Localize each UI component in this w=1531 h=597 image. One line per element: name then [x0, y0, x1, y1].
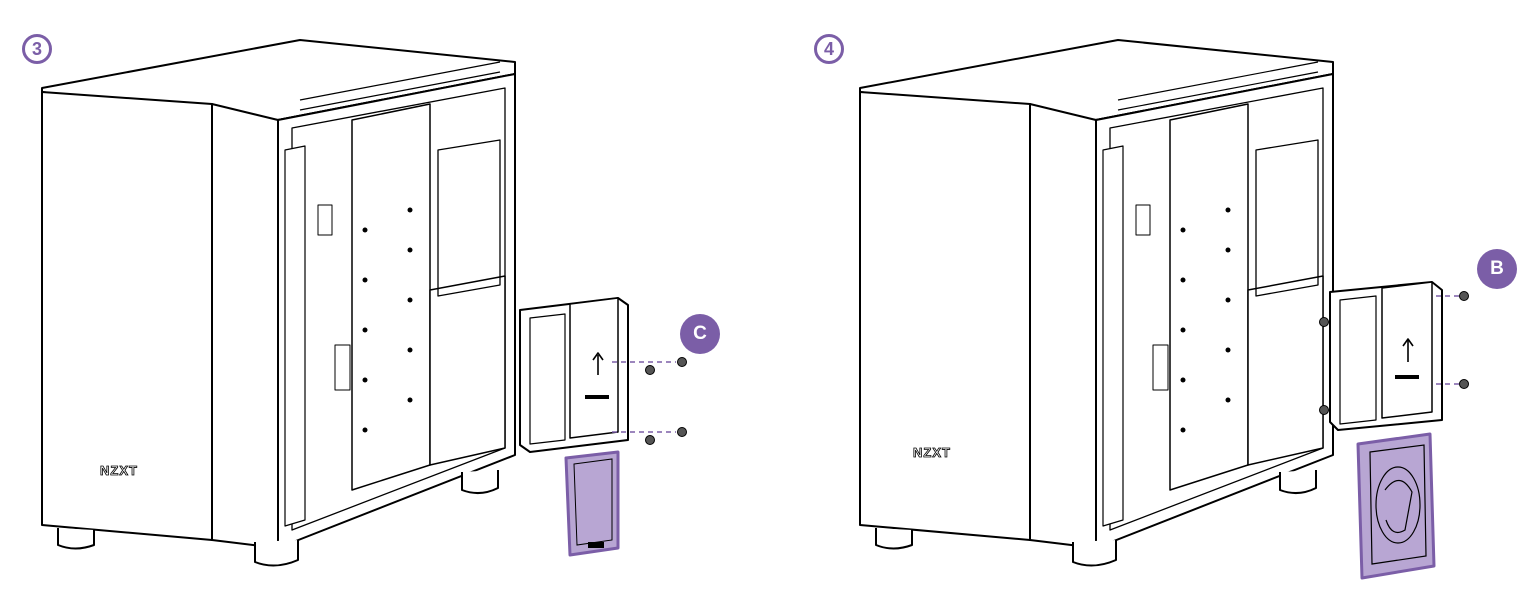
drive-cage-step-3 — [519, 297, 629, 453]
brand-logo: NZXT — [913, 445, 951, 460]
callout-b: B — [1477, 249, 1517, 289]
hdd-drive — [1356, 432, 1436, 580]
pc-case-step-3: NZXT — [41, 39, 516, 567]
brand-logo: NZXT — [100, 463, 138, 478]
drive-cage-step-4 — [1329, 281, 1443, 431]
screw-icon — [1319, 317, 1329, 327]
screw-icon — [1459, 291, 1469, 301]
screws-step-3 — [612, 357, 687, 445]
screw-icon — [1319, 405, 1329, 415]
screw-icon — [1459, 379, 1469, 389]
screws-step-4 — [1319, 291, 1469, 415]
pc-case-step-4: NZXT — [859, 39, 1334, 567]
screw-icon — [677, 427, 687, 437]
screw-icon — [645, 435, 655, 445]
screw-icon — [645, 365, 655, 375]
callout-c: C — [680, 314, 720, 354]
step-3-badge: 3 — [22, 34, 52, 64]
ssd-drive — [564, 450, 620, 557]
screw-icon — [677, 357, 687, 367]
step-4-badge: 4 — [814, 34, 844, 64]
